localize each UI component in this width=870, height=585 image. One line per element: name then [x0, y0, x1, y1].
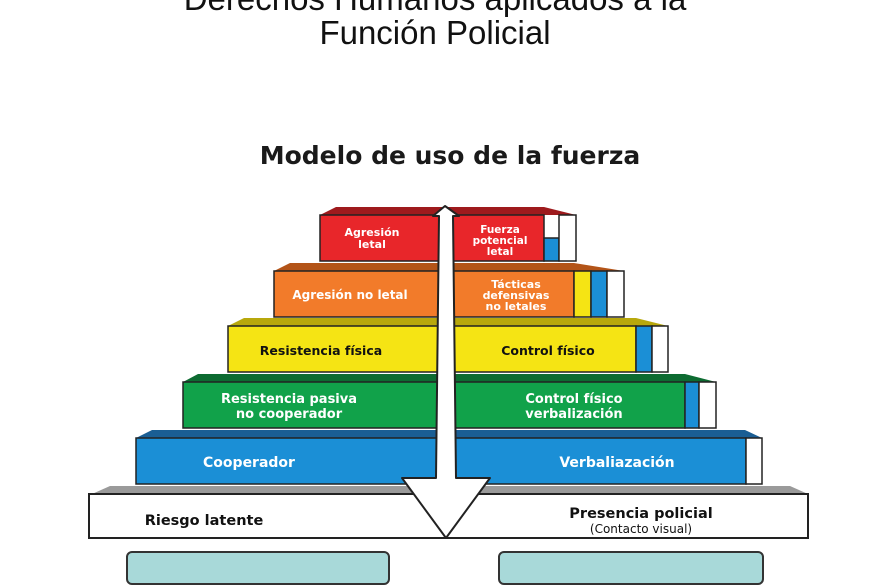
label-verbalizacion: Verbaliazación [559, 455, 674, 471]
label-agresion-no-letal: Agresión no letal [292, 288, 407, 302]
slide-title-line-1: Derechos Humanos aplicados a la [0, 0, 870, 16]
label-presencia-policial: Presencia policial [569, 506, 712, 522]
label-riesgo-latente: Riesgo latente [145, 513, 264, 529]
escalation-double-arrow [401, 205, 491, 539]
label-cooperador: Cooperador [203, 455, 295, 471]
slide-title-line-2: Función Policial [319, 14, 551, 51]
bottom-right-panel [498, 551, 764, 585]
label-resistencia-fisica: Resistencia física [260, 343, 382, 358]
pyramid-level-agresion-letal [319, 207, 577, 262]
bottom-left-panel [126, 551, 390, 585]
diagram-title: Modelo de uso de la fuerza [259, 141, 641, 170]
label-control-fisico: Control físico [501, 343, 595, 358]
label-contacto-visual: (Contacto visual) [590, 522, 692, 536]
pyramid-level-resistencia-fisica [227, 318, 669, 373]
